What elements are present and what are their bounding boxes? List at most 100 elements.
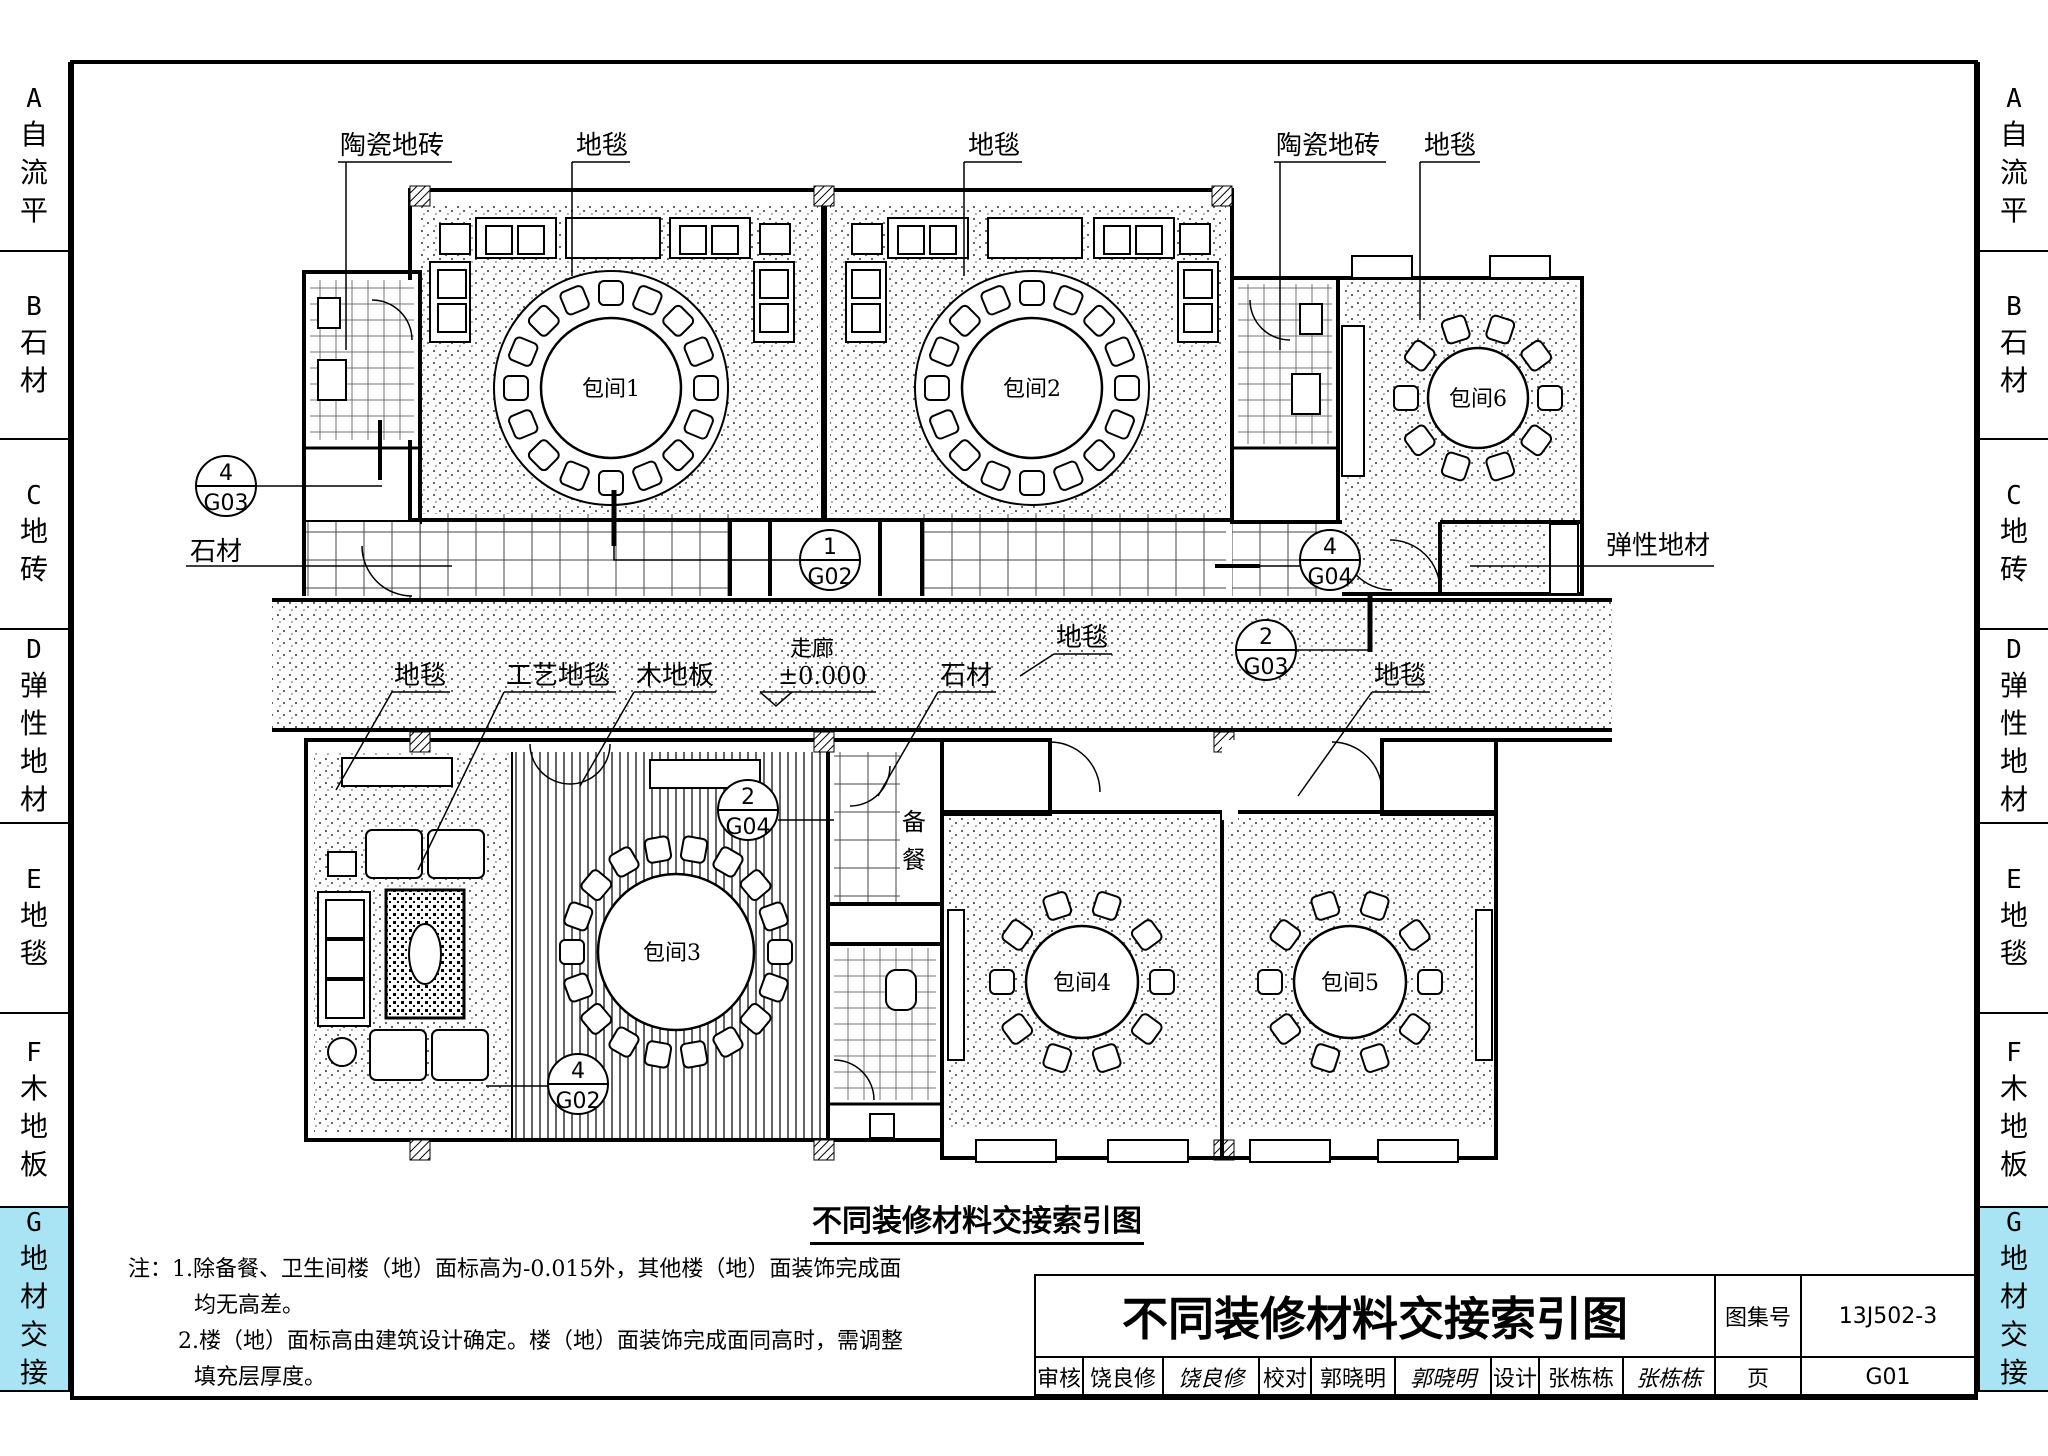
corridor-elevation: ±0.000 <box>778 662 867 690</box>
chair <box>559 460 590 491</box>
svg-text:G02: G02 <box>807 565 852 590</box>
round-table <box>596 872 756 1032</box>
side-tab-char: 板 <box>19 1148 48 1181</box>
check-label: 校对 <box>1260 1358 1312 1396</box>
drawing-frame <box>70 60 1978 1400</box>
callout-4-g02: 4 G02 <box>547 1053 609 1115</box>
side-tab-letter: G <box>26 1208 42 1238</box>
drawing-title: 不同装修材料交接索引图 <box>810 1202 1144 1245</box>
side-tab-letter: D <box>26 635 42 665</box>
chair <box>1310 1043 1341 1073</box>
room-name-1: 包间1 <box>582 377 640 402</box>
label-ceramic-tile-1: 陶瓷地砖 <box>340 131 444 161</box>
side-tab-char: 性 <box>19 707 48 740</box>
note-line-1: 注：1.除备餐、卫生间楼（地）面标高为-0.015外，其他楼（地）面装饰完成面 <box>128 1257 902 1282</box>
round-table <box>960 316 1104 460</box>
side-tab-char: 接 <box>1999 1356 2028 1389</box>
chair <box>608 846 640 878</box>
side-tab-letter: A <box>2006 84 2022 114</box>
chair <box>563 972 594 1003</box>
chair <box>559 285 590 316</box>
side-tab-char: 交 <box>19 1318 48 1351</box>
side-tab-char: 地 <box>1999 899 2028 932</box>
chair <box>503 375 529 401</box>
side-tab-char: 流 <box>1999 156 2028 189</box>
svg-text:4: 4 <box>1323 535 1337 560</box>
side-tab-letter: B <box>26 292 42 322</box>
chair <box>563 901 594 932</box>
chair <box>758 901 789 932</box>
chair <box>683 409 714 440</box>
chair <box>1001 1013 1034 1045</box>
chair <box>527 439 560 472</box>
side-tab-char: 板 <box>1999 1148 2028 1181</box>
chair <box>767 939 793 965</box>
chair <box>1398 1013 1431 1045</box>
chair <box>1403 424 1436 457</box>
chair <box>1091 891 1122 921</box>
corridor-name: 走廊 <box>790 637 834 662</box>
chair <box>1042 891 1073 921</box>
chair <box>1359 1043 1390 1073</box>
atlas-number: 13J502-3 <box>1802 1276 1974 1358</box>
review-label: 审核 <box>1036 1358 1084 1396</box>
chair <box>580 869 613 902</box>
chair <box>1083 439 1116 472</box>
svg-text:G02: G02 <box>555 1089 600 1114</box>
chair <box>508 336 539 367</box>
page-label: 页 <box>1716 1358 1802 1396</box>
chair <box>598 280 624 306</box>
side-tab-char: 木 <box>1999 1072 2028 1105</box>
chair <box>980 285 1011 316</box>
room-name-3: 包间3 <box>643 941 701 966</box>
chair <box>1537 385 1563 411</box>
side-tab-char: 毯 <box>19 937 48 970</box>
side-tab-char: 平 <box>1999 194 2028 227</box>
callout-4-g03-left: 4 G03 <box>195 455 257 517</box>
label-ceramic-tile-2: 陶瓷地砖 <box>1276 131 1380 161</box>
chair <box>643 1040 673 1069</box>
side-tab-char: 地 <box>19 745 48 778</box>
chair <box>1417 969 1443 995</box>
chair <box>559 939 585 965</box>
svg-text:4: 4 <box>219 461 233 486</box>
side-tab-letter: E <box>2006 865 2022 895</box>
chair <box>508 409 539 440</box>
chair <box>580 1002 613 1035</box>
round-table <box>539 316 683 460</box>
label-carpet-5: 地毯 <box>1374 661 1426 691</box>
chair <box>1310 891 1341 921</box>
side-tab-char: 毯 <box>1999 937 2028 970</box>
chair <box>527 304 560 337</box>
label-carpet-3: 地毯 <box>1424 131 1476 161</box>
chair <box>1485 451 1516 482</box>
chair <box>1019 280 1045 306</box>
chair <box>1440 451 1471 482</box>
chair <box>1398 919 1431 951</box>
side-tab-letter: D <box>2006 635 2022 665</box>
design-label: 设计 <box>1492 1358 1540 1396</box>
side-tab-char: 砖 <box>19 553 48 586</box>
chair <box>632 285 663 316</box>
chair <box>662 304 695 337</box>
chair <box>1269 919 1302 951</box>
room-name-4: 包间4 <box>1053 971 1111 996</box>
side-tab-char: 地 <box>19 515 48 548</box>
label-stone-2: 石材 <box>940 661 992 691</box>
page-number: G01 <box>1865 1364 1911 1390</box>
